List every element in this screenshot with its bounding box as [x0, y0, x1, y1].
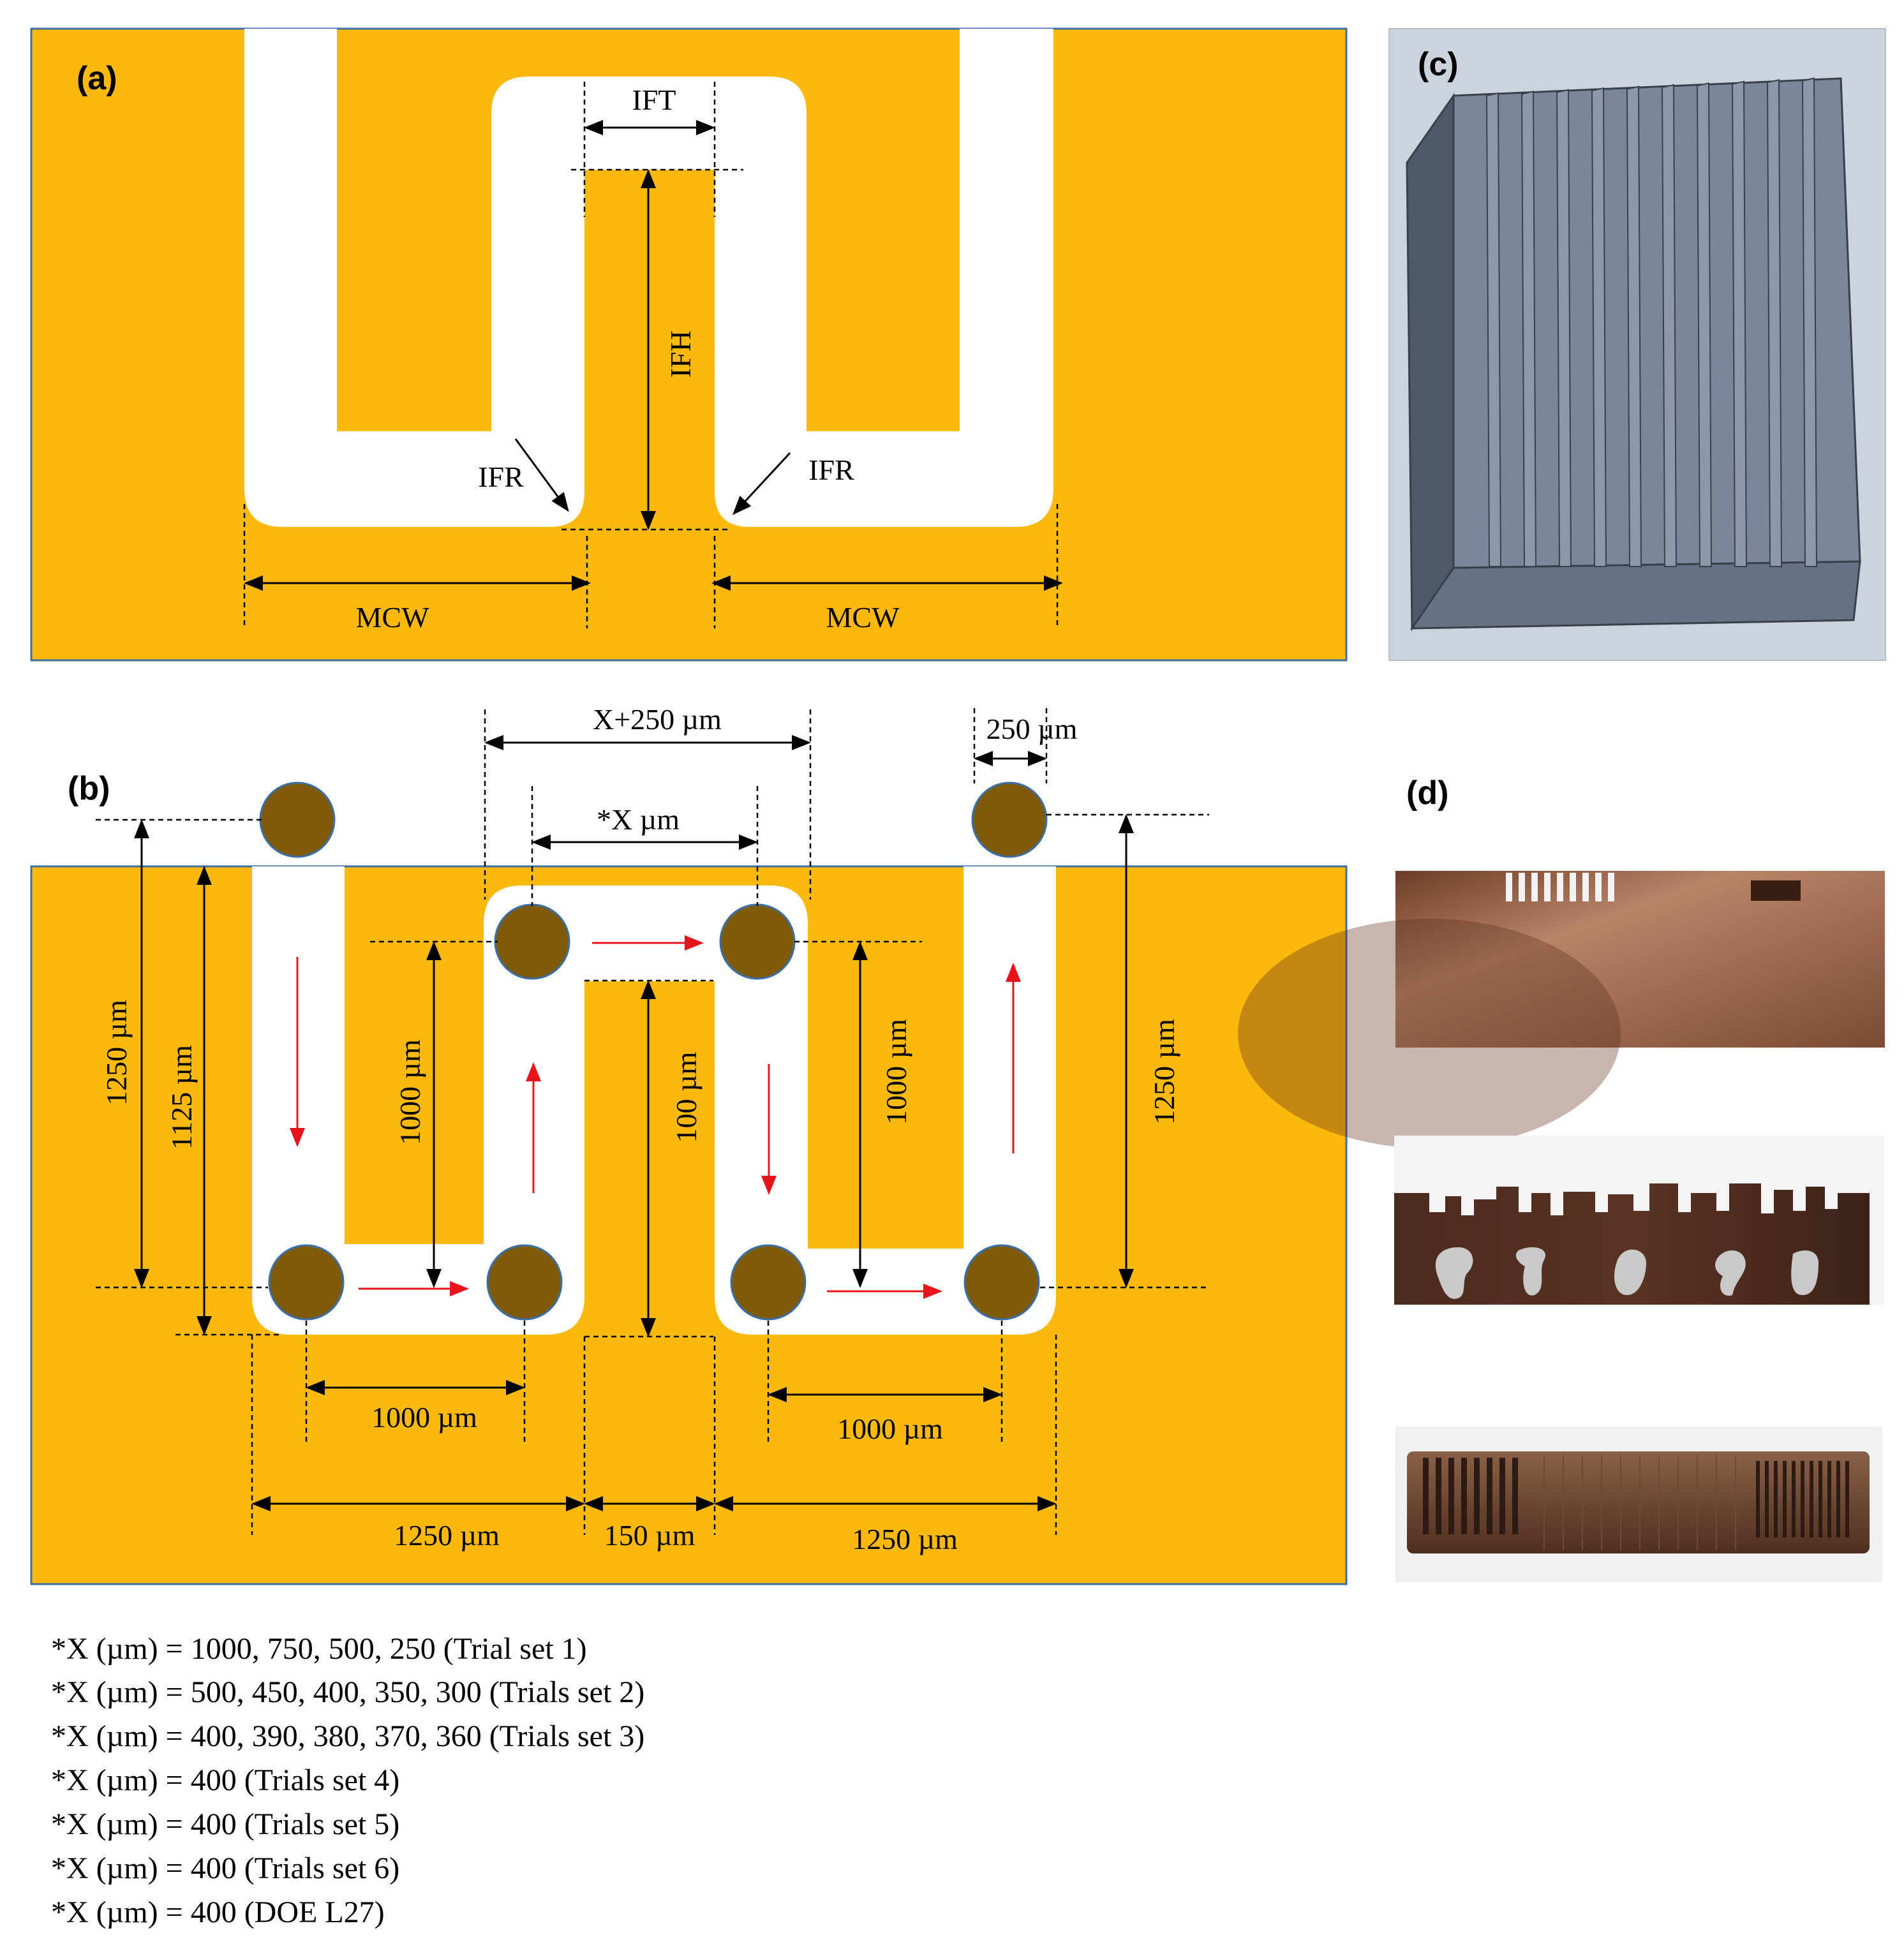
photo-1 — [1238, 871, 1885, 1148]
cad-fin — [1766, 78, 1783, 567]
hole-entry-left — [259, 782, 336, 858]
note-line: *X (µm) = 400 (DOE L27) — [51, 1895, 385, 1929]
cad-fin — [1661, 84, 1677, 567]
dim-top-span: X+250 µm — [593, 703, 722, 736]
panel-label-c: (c) — [1418, 46, 1459, 83]
cad-fin — [1626, 85, 1642, 567]
panel-d: (d) — [1238, 775, 1885, 1582]
hole-bottom-4 — [963, 1244, 1040, 1321]
dim-h-pitch-left: 1000 µm — [371, 1401, 477, 1434]
panel-b: (b) — [30, 703, 1348, 1585]
cad-block-side — [1406, 93, 1455, 632]
ifh-label: IFH — [664, 330, 697, 378]
dim-hole-diameter: 250 µm — [986, 713, 1078, 745]
panel-label-d: (d) — [1406, 775, 1448, 812]
cad-block-front — [1452, 77, 1861, 569]
ifr-left-label: IFR — [478, 461, 524, 493]
dim-v-mid-right: 1000 µm — [880, 1019, 912, 1125]
trial-notes: *X (µm) = 1000, 750, 500, 250 (Trial set… — [51, 1632, 644, 1929]
cad-fin — [1521, 91, 1537, 567]
hole-top-left — [494, 903, 570, 980]
mcw-right-label: MCW — [826, 601, 900, 634]
panel-c: (c) — [1388, 28, 1886, 661]
hole-bottom-3 — [730, 1244, 807, 1321]
dim-v-center: 100 µm — [670, 1051, 703, 1143]
ifr-right-label: IFR — [808, 454, 854, 486]
note-line: *X (µm) = 1000, 750, 500, 250 (Trial set… — [51, 1632, 587, 1666]
note-line: *X (µm) = 400 (Trials set 6) — [51, 1851, 399, 1885]
dim-h-bottom-mid: 150 µm — [604, 1519, 695, 1552]
cad-fin — [1801, 77, 1818, 567]
photo-3 — [1395, 1427, 1882, 1582]
cad-fins — [1485, 77, 1818, 567]
dim-h-bottom-right: 1250 µm — [852, 1523, 958, 1555]
hole-top-right — [719, 903, 796, 980]
cad-fin — [1591, 87, 1607, 567]
dim-v-mid-left: 1000 µm — [394, 1039, 426, 1145]
note-line: *X (µm) = 400, 390, 380, 370, 360 (Trial… — [51, 1719, 644, 1753]
panel-label-b: (b) — [68, 770, 110, 807]
dim-v-inner-left: 1125 µm — [165, 1045, 198, 1150]
cad-fin — [1731, 80, 1748, 567]
ift-label: IFT — [632, 84, 676, 116]
cad-block-bottom — [1410, 560, 1861, 630]
dim-top-pitch: *X µm — [597, 803, 680, 836]
hole-bottom-1 — [268, 1244, 345, 1321]
dim-v-outer-left: 1250 µm — [100, 1000, 133, 1106]
photo-2 — [1394, 1136, 1884, 1305]
hole-bottom-2 — [486, 1244, 563, 1321]
note-line: *X (µm) = 500, 450, 400, 350, 300 (Trial… — [51, 1675, 644, 1709]
cad-fin — [1696, 82, 1713, 567]
panel-a: (a) IFT IFH IFR IFR MCW MCW — [30, 27, 1348, 662]
cad-fin — [1485, 92, 1502, 567]
cad-fin — [1556, 89, 1572, 567]
note-line: *X (µm) = 400 (Trials set 4) — [51, 1763, 399, 1797]
panel-label-a: (a) — [77, 60, 117, 97]
mcw-left-label: MCW — [356, 601, 430, 634]
dim-h-bottom-left: 1250 µm — [394, 1519, 500, 1552]
dim-h-pitch-right: 1000 µm — [837, 1412, 943, 1445]
dim-v-outer-right: 1250 µm — [1148, 1019, 1180, 1125]
hole-entry-right — [971, 782, 1048, 858]
note-line: *X (µm) = 400 (Trials set 5) — [51, 1807, 399, 1841]
